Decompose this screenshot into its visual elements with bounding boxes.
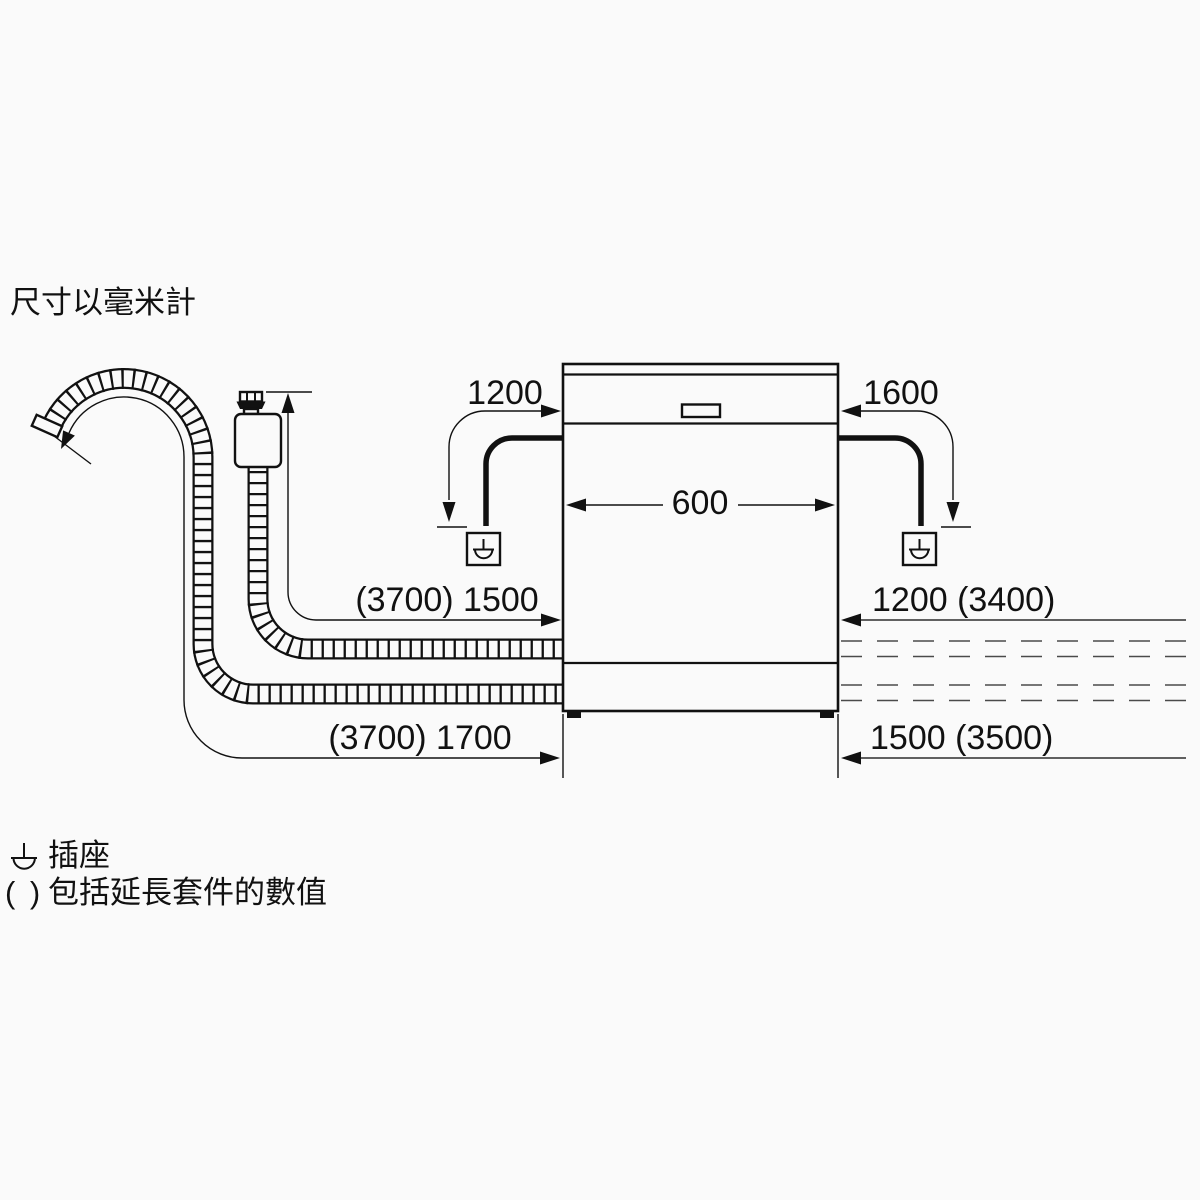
arrow-supply-left-dim <box>541 613 561 627</box>
dim-line-supply-left <box>287 410 541 621</box>
power-cables <box>465 435 938 567</box>
dim-line-power-left <box>448 410 541 500</box>
supply-hose <box>247 460 566 660</box>
dimension-lines <box>53 391 1186 759</box>
dim-drain-left-label: (3700) 1700 <box>328 719 511 757</box>
drain-hose <box>30 368 566 705</box>
power-cable-left <box>483 435 566 526</box>
aquastop-body <box>233 412 283 469</box>
arrow-drain-right-dim <box>841 751 861 765</box>
dim-width-label: 600 <box>672 484 729 522</box>
arrow-power-right-down <box>946 502 960 522</box>
legend-brackets-note: 包括延長套件的數值 <box>48 875 327 910</box>
legend: 插座 ( ) 包括延長套件的數值 <box>5 838 327 910</box>
dim-line-drain-left <box>68 396 540 759</box>
socket-icon <box>11 843 37 870</box>
arrow-power-right <box>841 404 861 418</box>
drain-hook-line <box>53 435 92 465</box>
socket-icon-right <box>901 531 938 567</box>
dishwasher-body <box>561 362 840 713</box>
aquastop-valve <box>233 390 283 469</box>
dishwasher-foot-right <box>820 711 834 718</box>
tap-nut <box>238 390 264 403</box>
dishwasher-foot-left <box>567 711 581 718</box>
brackets-symbol: ( ) <box>5 875 43 910</box>
dim-drain-right-label: 1500 (3500) <box>870 719 1053 757</box>
dim-supply-left-label: (3700) 1500 <box>355 581 538 619</box>
arrow-drain-hook <box>61 430 75 449</box>
drain-hose-end-fitting <box>30 413 64 439</box>
legend-socket-label: 插座 <box>48 838 110 873</box>
dishwasher <box>561 362 840 778</box>
page-title: 尺寸以毫米計 <box>10 285 196 320</box>
arrow-supply-right-dim <box>841 613 861 627</box>
dishwasher-handle <box>680 403 722 419</box>
tap-collar <box>236 401 266 409</box>
arrow-power-left <box>541 404 561 418</box>
socket-icon-left <box>465 531 502 567</box>
dim-line-power-right <box>861 410 954 500</box>
arrow-supply-up <box>281 393 295 413</box>
dim-power-right-label: 1600 <box>863 374 939 412</box>
arrow-drain-left-dim <box>540 751 560 765</box>
power-cable-right <box>835 435 924 526</box>
dim-power-left-label: 1200 <box>467 374 543 412</box>
arrowheads <box>61 393 960 765</box>
dim-supply-right-label: 1200 (3400) <box>872 581 1055 619</box>
width-dimension <box>566 498 835 512</box>
arrow-power-left-down <box>442 502 456 522</box>
